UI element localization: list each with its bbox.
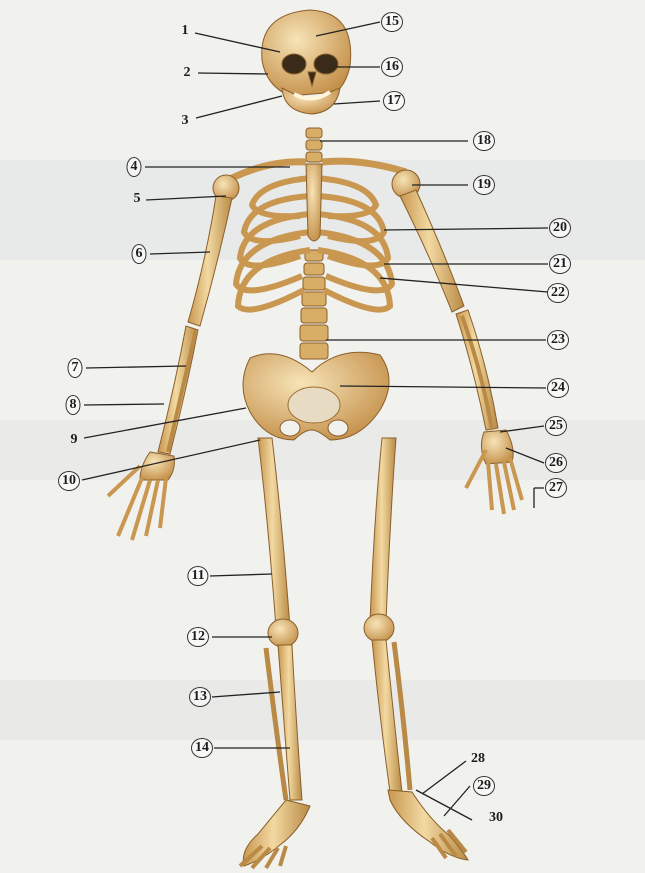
right-obturator (328, 420, 348, 436)
label-8: 8 (66, 395, 81, 415)
label-15: 15 (381, 12, 403, 32)
left-orbit (282, 54, 306, 74)
cranium (262, 10, 351, 96)
pelvic-inlet (288, 387, 340, 423)
label-7: 7 (68, 358, 83, 378)
right-orbit (314, 54, 338, 74)
label-2: 2 (184, 66, 191, 80)
left-patella (268, 619, 298, 647)
label-20: 20 (549, 218, 571, 238)
label-24: 24 (547, 378, 569, 398)
label-14: 14 (191, 738, 213, 758)
label-25: 25 (545, 416, 567, 436)
label-27: 27 (545, 478, 567, 498)
label-23: 23 (547, 330, 569, 350)
label-12: 12 (187, 627, 209, 647)
label-21: 21 (549, 254, 571, 274)
label-22: 22 (547, 283, 569, 303)
label-5: 5 (134, 192, 141, 206)
label-11: 11 (187, 566, 208, 586)
label-16: 16 (381, 57, 403, 77)
label-18: 18 (473, 131, 495, 151)
label-9: 9 (71, 433, 78, 447)
label-4: 4 (127, 157, 142, 177)
label-10: 10 (58, 471, 80, 491)
label-6: 6 (132, 244, 147, 264)
label-13: 13 (189, 687, 211, 707)
label-1: 1 (182, 24, 189, 38)
label-26: 26 (545, 453, 567, 473)
label-29: 29 (473, 776, 495, 796)
sternum (306, 164, 322, 241)
label-28: 28 (471, 752, 485, 766)
right-patella (364, 614, 394, 642)
label-19: 19 (473, 175, 495, 195)
left-obturator (280, 420, 300, 436)
label-17: 17 (383, 91, 405, 111)
label-3: 3 (182, 114, 189, 128)
label-30: 30 (489, 811, 503, 825)
